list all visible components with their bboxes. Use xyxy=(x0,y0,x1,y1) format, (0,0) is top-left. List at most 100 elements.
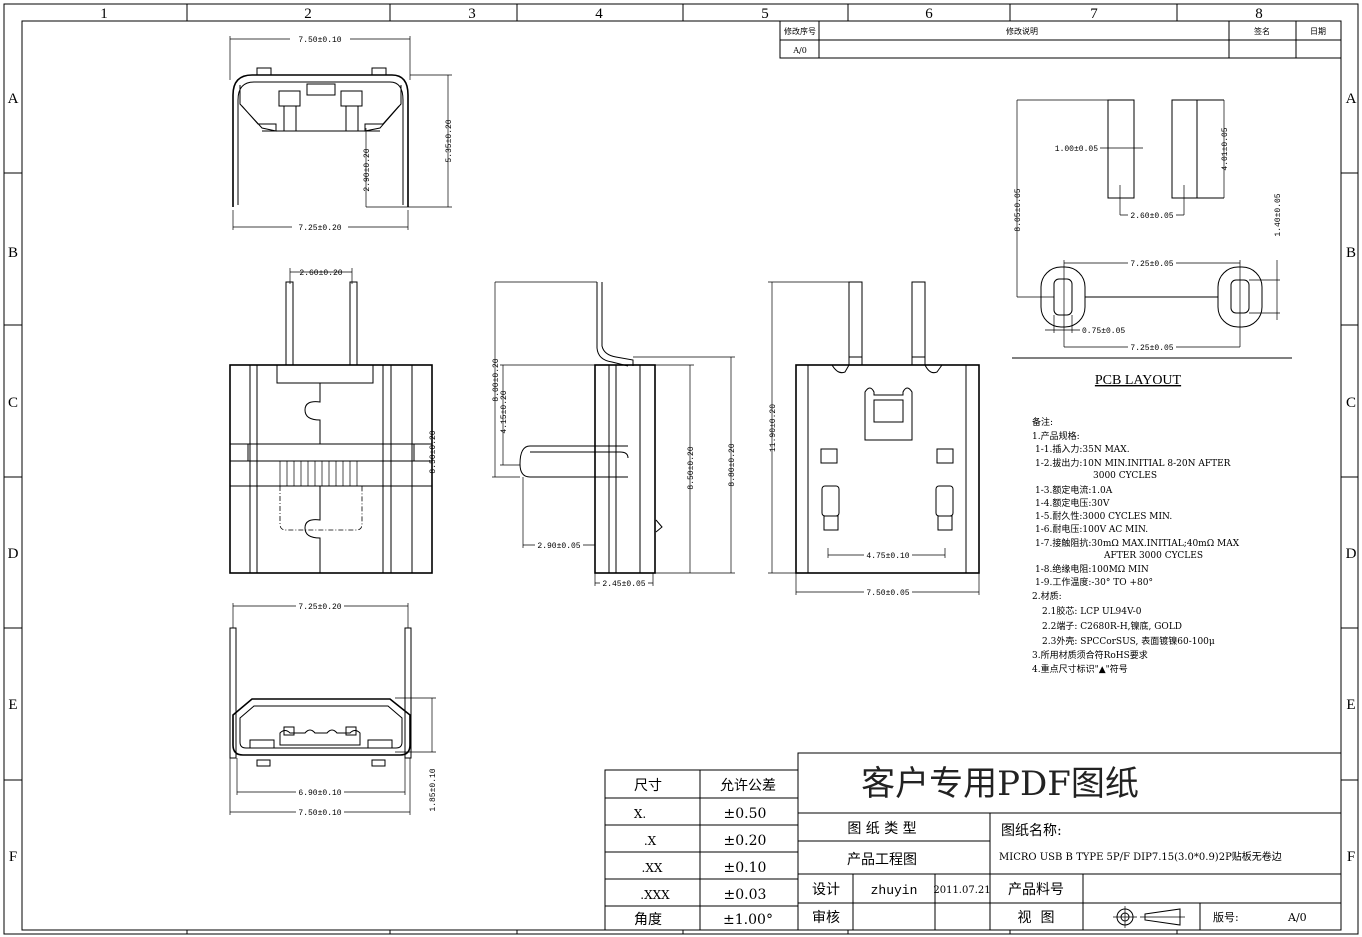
grid-row-b-left: B xyxy=(8,245,18,261)
grid-row-c-right: C xyxy=(1346,395,1356,411)
grid-row-b-right: B xyxy=(1346,245,1356,261)
dim-total: 8.00±0.20 xyxy=(492,358,501,401)
view-front: 7.25±0.20 6.90±0.10 7.50±0.10 1.85±0.10 xyxy=(229,601,438,818)
drawing-frame: 1 2 3 4 5 6 7 8 A B C D E F A B C D E F xyxy=(3,3,1359,935)
third-angle-projection-icon xyxy=(1113,906,1185,928)
tol-row-value: ±0.10 xyxy=(724,860,767,876)
tol-row-value: ±0.50 xyxy=(724,806,767,822)
grid-col-8: 8 xyxy=(1255,6,1263,22)
grid-row-c-left: C xyxy=(8,395,18,411)
tol-row-key: 角度 xyxy=(634,912,662,928)
dim-pin-pitch: 2.60±0.20 xyxy=(299,269,342,278)
tol-row-key: .XXX xyxy=(640,888,670,902)
grid-row-d-left: D xyxy=(8,546,19,562)
dim-depth: 2.45±0.05 xyxy=(602,580,645,589)
dim-fork: 4.15±0.20 xyxy=(500,390,509,433)
dim-leg: 2.90±0.20 xyxy=(363,148,372,191)
dim-pad-length: 4.01±0.05 xyxy=(1221,127,1230,170)
grid-col-3: 3 xyxy=(468,6,476,22)
grid-col-5: 5 xyxy=(761,6,769,22)
note-line: 1-3.额定电流:1.0A xyxy=(1035,484,1113,496)
tol-row-value: ±0.03 xyxy=(724,887,767,903)
note-line: AFTER 3000 CYCLES xyxy=(1103,551,1203,561)
grid-row-a-left: A xyxy=(8,91,19,107)
drawing-type-label: 图 纸 类 型 xyxy=(847,821,916,837)
dim-pad-width: 1.00±0.05 xyxy=(1055,145,1098,154)
note-line: 1-2.拔出力:10N MIN.INITIAL 8-20N AFTER xyxy=(1035,457,1231,469)
revision-block: 修改序号 修改说明 签名 日期 A/0 xyxy=(779,20,1342,59)
note-line: 3.所用材质须合符RoHS要求 xyxy=(1032,649,1148,661)
note-line: 1-8.绝缘电阻:100MΩ MIN xyxy=(1035,563,1149,575)
grid-row-f-left: F xyxy=(9,849,17,865)
grid-col-1: 1 xyxy=(100,6,108,22)
note-line: 备注: xyxy=(1032,416,1053,428)
tol-header-tolerance: 允许公差 xyxy=(720,778,776,794)
note-line: 1-7.接触阻抗:30mΩ MAX.INITIAL;40mΩ MAX xyxy=(1035,537,1240,549)
note-line: 1-6.耐电压:100V AC MIN. xyxy=(1035,523,1148,535)
grid-col-6: 6 xyxy=(925,6,933,22)
grid-row-f-right: F xyxy=(1347,849,1355,865)
tol-row-value: ±1.00° xyxy=(723,912,773,928)
part-no-label: 产品料号 xyxy=(1008,882,1064,898)
dim-fork-len: 2.90±0.05 xyxy=(537,542,580,551)
dim-row-distance: 8.05±0.05 xyxy=(1014,188,1023,231)
dim-leg-span: 7.25±0.20 xyxy=(298,603,341,612)
rev-row-no: A/0 xyxy=(792,46,807,55)
note-line: 2.1胶芯: LCP UL94V-0 xyxy=(1042,605,1142,617)
rev-header-no: 修改序号 xyxy=(784,26,816,36)
view-top: 2.60±0.20 8.50±0.20 xyxy=(229,268,438,574)
dim-slot-length: 1.40±0.05 xyxy=(1274,193,1283,236)
grid-row-a-right: A xyxy=(1346,91,1357,107)
pcb-layout-title: PCB LAYOUT xyxy=(1095,373,1182,388)
dim-inner: 6.90±0.10 xyxy=(298,789,341,798)
note-line: 1-5.耐久性:3000 CYCLES MIN. xyxy=(1035,510,1172,522)
view-bottom: 11.90±0.20 4.75±0.10 7.50±0.05 xyxy=(768,281,980,598)
version-label: 版号: xyxy=(1213,910,1239,924)
note-line: 2.3外壳: SPCCorSUS, 表面镀镍60-100μ xyxy=(1042,635,1215,647)
drawing-name-label: 图纸名称: xyxy=(1001,823,1062,839)
dim-slot-pitch-bottom: 7.25±0.05 xyxy=(1130,344,1173,353)
dim-height: 11.90±0.20 xyxy=(769,404,778,452)
tol-row-key: .XX xyxy=(642,861,663,875)
grid-row-e-right: E xyxy=(1346,697,1355,713)
note-line: 2.2端子: C2680R-H,镍底, GOLD xyxy=(1042,620,1182,632)
dim-contact-pitch: 4.75±0.10 xyxy=(866,552,909,561)
pcb-layout: 1.00±0.05 4.01±0.05 2.60±0.05 8.05±0.05 … xyxy=(1012,99,1292,388)
drawing-type: 产品工程图 xyxy=(847,852,917,868)
note-line: 3000 CYCLES xyxy=(1093,471,1157,481)
dim-slot-pitch-top: 7.25±0.05 xyxy=(1130,260,1173,269)
grid-col-7: 7 xyxy=(1090,6,1098,22)
rev-header-sign: 签名 xyxy=(1254,26,1270,36)
dim-slot-width: 0.75±0.05 xyxy=(1082,327,1125,336)
dim-width: 7.50±0.05 xyxy=(866,589,909,598)
rev-header-desc: 修改说明 xyxy=(1006,26,1038,36)
dim-width-top: 7.50±0.10 xyxy=(298,36,341,45)
note-line: 1-1.插入力:35N MAX. xyxy=(1035,443,1130,455)
notes: 备注: 1.产品规格: 1-1.插入力:35N MAX. 1-2.拔出力:10N… xyxy=(1032,416,1240,675)
dim-height: 8.50±0.20 xyxy=(429,430,438,473)
note-line: 1.产品规格: xyxy=(1032,430,1080,442)
tol-row-key: X. xyxy=(634,807,646,821)
review-label: 审核 xyxy=(812,910,840,926)
grid-col-4: 4 xyxy=(595,6,603,22)
drawing-title: 客户专用PDF图纸 xyxy=(861,764,1139,804)
note-line: 4.重点尺寸标识"▲"符号 xyxy=(1032,663,1128,675)
note-line: 2.材质: xyxy=(1032,590,1062,602)
note-line: 1-4.额定电压:30V xyxy=(1035,497,1110,509)
dim-height: 5.35±0.20 xyxy=(445,119,454,162)
version: A/0 xyxy=(1287,911,1307,924)
grid-row-e-left: E xyxy=(8,697,17,713)
note-line: 1-9.工作温度:-30° TO +80° xyxy=(1035,576,1153,588)
tol-row-key: .X xyxy=(644,834,657,848)
rev-header-date: 日期 xyxy=(1310,27,1326,36)
view-front-top: 7.50±0.10 7.25±0.20 5.35±0.20 2.90±0.20 xyxy=(229,34,454,233)
tol-row-value: ±0.20 xyxy=(724,833,767,849)
dim-overall: 8.80±0.20 xyxy=(728,443,737,486)
design-label: 设计 xyxy=(812,882,840,898)
dim-pad-pitch: 2.60±0.05 xyxy=(1130,212,1173,221)
dim-width-bottom: 7.25±0.20 xyxy=(298,224,341,233)
dim-height: 1.85±0.10 xyxy=(429,768,438,811)
tolerance-table: 尺寸 允许公差 X. ±0.50 .X ±0.20 .XX ±0.10 .XXX… xyxy=(604,769,799,931)
designer: zhuyin xyxy=(871,883,918,898)
